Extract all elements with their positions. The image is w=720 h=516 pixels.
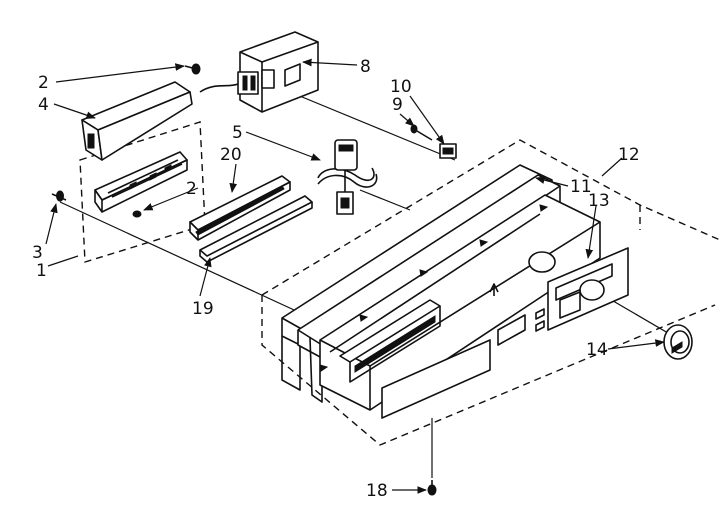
screw-part-7: [184, 63, 201, 75]
console-panel-assembly: [281, 164, 601, 411]
assembly-outline-main: [261, 139, 720, 446]
callout-1: 1: [36, 261, 47, 281]
callout-leaders: [45, 58, 665, 494]
callout-10: 10: [390, 77, 412, 97]
callout-8: 8: [360, 57, 371, 77]
screw-part-3: [51, 190, 67, 202]
callout-13: 13: [588, 191, 610, 211]
callout-18: 18: [366, 481, 388, 501]
knob-part: [663, 324, 693, 360]
callout-12: 12: [618, 145, 640, 165]
callout-9: 9: [392, 95, 403, 115]
timer-switch-part: [199, 31, 319, 113]
callout-19: 19: [192, 299, 214, 319]
screw-part-18: [427, 418, 437, 496]
wire-harness-part: [317, 139, 378, 215]
screw-part-9: [410, 124, 433, 141]
lower-access-panel: [381, 339, 491, 419]
faceplate-part: [547, 247, 629, 331]
callout-5: 5: [232, 123, 243, 143]
callout-7: 2: [38, 73, 49, 93]
bracket-cover-part: [81, 81, 193, 161]
callout-2: 2: [186, 179, 197, 199]
clip-part-10: [439, 143, 457, 159]
callout-11: 11: [570, 177, 592, 197]
callout-labels: 2 4 8 10 9 5 20 2 3 1 19 11 12 13 14 18: [32, 57, 640, 501]
callout-3: 3: [32, 243, 43, 263]
callout-20: 20: [220, 145, 242, 165]
callout-14: 14: [586, 340, 608, 360]
callout-4: 4: [38, 95, 49, 115]
control-board-part: [94, 151, 188, 218]
rail-bracket-part: [189, 175, 291, 241]
